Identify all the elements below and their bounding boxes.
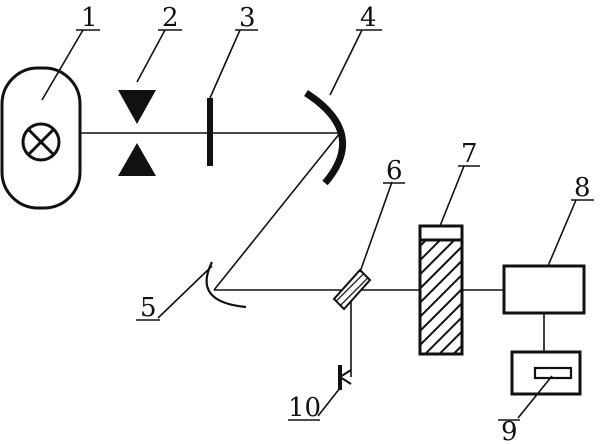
detector-component-8 [502, 264, 586, 315]
leader-5 [157, 265, 213, 319]
label-9: 9 [501, 417, 518, 444]
sample-cell-cap [418, 224, 464, 242]
label-1: 1 [81, 3, 98, 33]
beam-diagonal [213, 132, 341, 291]
stop-wedge-a [339, 369, 352, 378]
label-4: 4 [360, 3, 377, 33]
aperture-top-triangle [118, 90, 156, 124]
leader-2 [136, 29, 166, 83]
label-7: 7 [461, 139, 478, 169]
label-2: 2 [162, 3, 179, 33]
aperture-component-2 [118, 90, 156, 176]
leader-8 [547, 199, 577, 267]
leader-3 [209, 29, 241, 99]
display-component-9 [510, 350, 582, 396]
leader-10 [317, 387, 341, 417]
concave-mirror-component-5 [205, 261, 247, 309]
beam-splitter-component-6 [332, 268, 372, 311]
label-10: 10 [288, 393, 321, 423]
label-8: 8 [574, 173, 591, 203]
stop-wedge-b [339, 376, 352, 385]
sample-cell-component-7 [418, 224, 464, 356]
leader-6 [359, 181, 393, 273]
lamp-component-1 [0, 66, 82, 210]
leader-4 [329, 29, 363, 96]
leader-1 [41, 29, 84, 101]
concave-mirror-component-4 [304, 90, 347, 186]
sample-cell-body [418, 238, 464, 356]
display-screen-icon [533, 366, 573, 380]
label-3: 3 [239, 3, 256, 33]
label-6: 6 [386, 156, 403, 186]
plate-component-3 [207, 98, 213, 166]
aperture-bottom-triangle [118, 143, 156, 176]
label-5: 5 [140, 293, 157, 323]
stop-component-10 [338, 365, 352, 390]
lamp-cross-b [26, 127, 56, 157]
leader-9 [517, 375, 553, 419]
leader-7 [439, 165, 465, 227]
